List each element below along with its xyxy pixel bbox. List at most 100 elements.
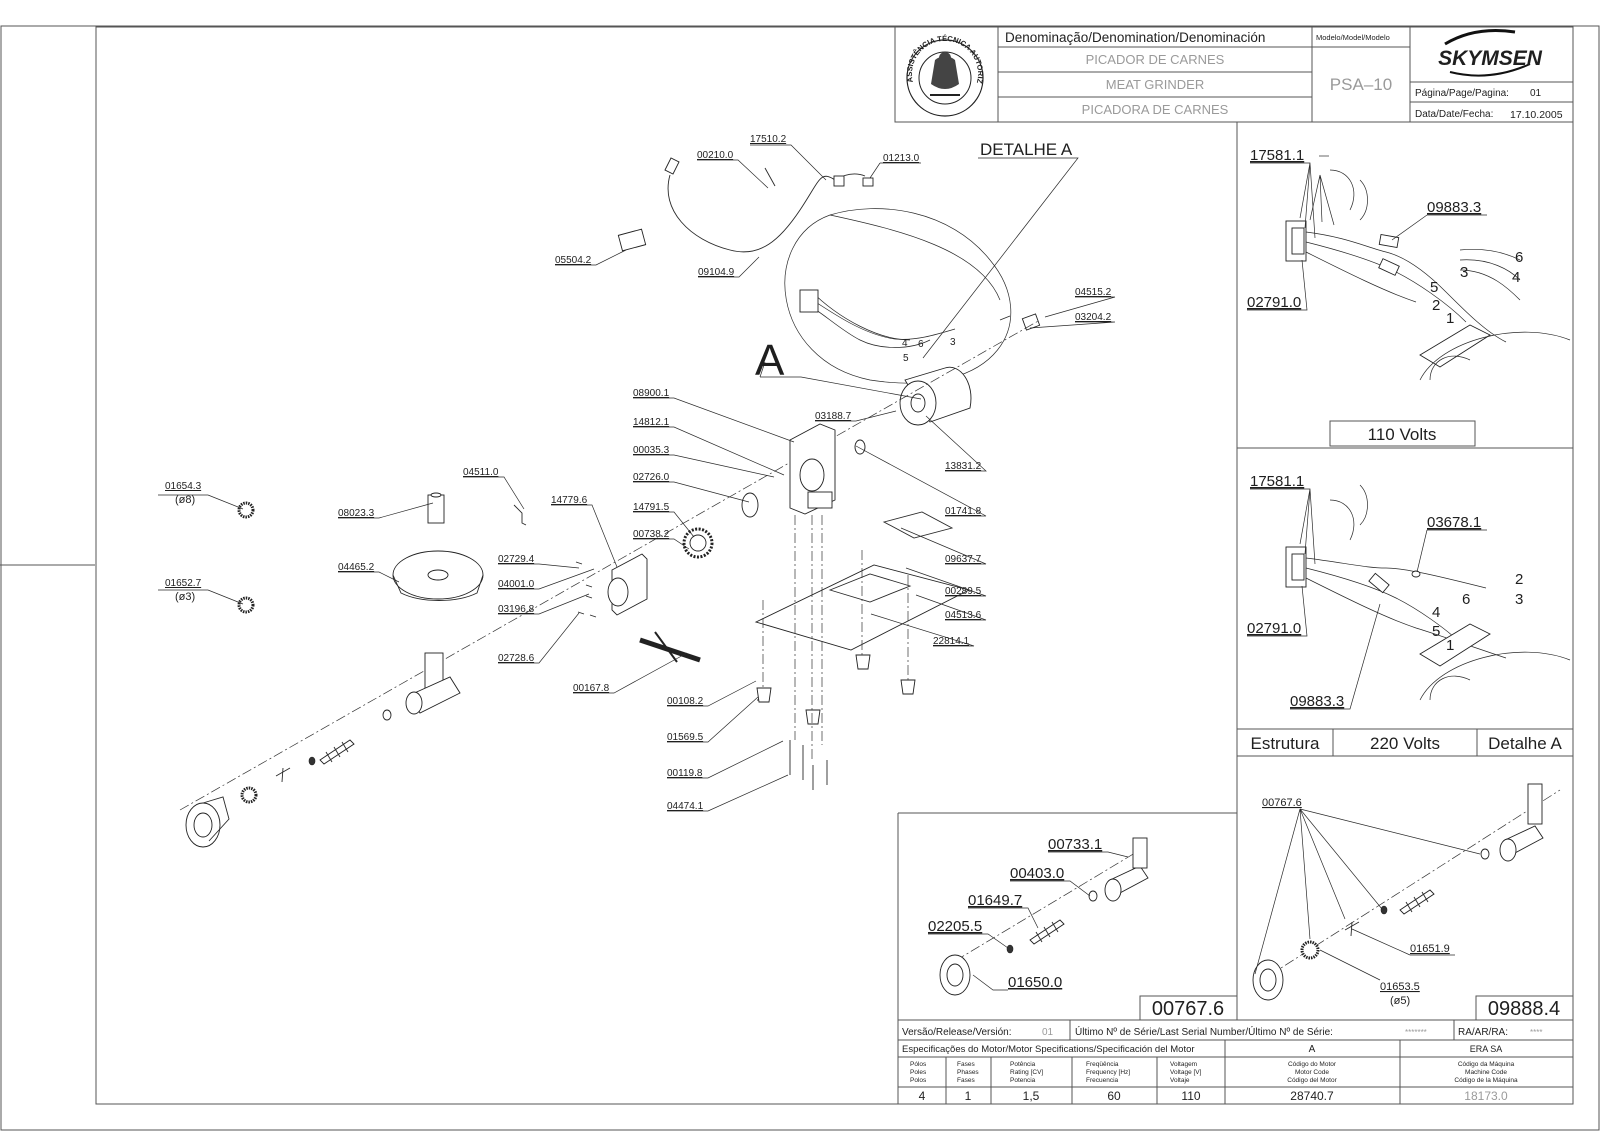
hdr: Phases <box>957 1069 979 1076</box>
bottom-spec-block: Versão/Release/Versión: 01 Último Nº de … <box>897 1019 1574 1105</box>
model-value: PSA–10 <box>1330 75 1392 94</box>
hdr: Freqüência <box>1086 1061 1119 1068</box>
hdr: Código del Motor <box>1287 1077 1337 1084</box>
p110-wire: 2 <box>1432 297 1440 314</box>
hdr: Poles <box>910 1069 927 1076</box>
part-label: 02729.4 <box>498 554 535 565</box>
spec-value: 1 <box>965 1089 972 1103</box>
part-label: 04001.0 <box>498 579 535 590</box>
skymsen-logo: SKYMSEN <box>1438 29 1543 77</box>
brand-name: SKYMSEN <box>1438 47 1543 70</box>
feet-and-screws <box>756 515 916 790</box>
svg-text:3: 3 <box>950 337 956 348</box>
hdr: Machine Code <box>1465 1069 1507 1076</box>
hdr: Voltaje <box>1170 1077 1190 1084</box>
p220-caption-right: Detalhe A <box>1488 734 1562 753</box>
feed-tube <box>405 652 461 715</box>
denomination-header: Denominação/Denomination/Denominación <box>1005 30 1265 45</box>
part-label: 09637.7 <box>945 554 982 565</box>
main-exploded-view: 4 5 6 3 <box>158 134 1116 848</box>
p220-label-cable: 09883.3 <box>1290 693 1344 710</box>
p220-caption-left: Estrutura <box>1251 734 1321 753</box>
part-label: 00167.8 <box>573 683 610 694</box>
part-label: 02728.6 <box>498 653 535 664</box>
kit2-label: (ø5) <box>1390 995 1410 1007</box>
p220-label-switch: 17581.1 <box>1250 473 1304 490</box>
part-label: 04465.2 <box>338 562 375 573</box>
name-es: PICADORA DE CARNES <box>1082 102 1229 117</box>
front-cover <box>607 553 648 616</box>
p110-wire: 4 <box>1512 269 1520 286</box>
part-label: 00289.5 <box>945 586 982 597</box>
part-label: 14791.5 <box>633 502 670 513</box>
hdr: Código de la Máquina <box>1454 1077 1518 1084</box>
p110-caption: 110 Volts <box>1368 425 1437 444</box>
drawing-frame <box>95 26 1574 1105</box>
date-label: Data/Date/Fecha: <box>1415 109 1493 120</box>
p220-label-cap: 03678.1 <box>1427 514 1481 531</box>
hdr: Rating [CV] <box>1010 1069 1043 1076</box>
spec-value: 18173.0 <box>1464 1089 1508 1103</box>
hdr: Motor Code <box>1295 1069 1329 1076</box>
panel-110-volts: 17581.1 09883.3 02791.0 6 3 4 5 2 1 110 … <box>1247 147 1571 447</box>
p220-wire: 5 <box>1432 623 1440 640</box>
hdr: Pólos <box>910 1061 927 1068</box>
part-label: 01654.3 <box>165 481 202 492</box>
part-label: 01213.0 <box>883 153 920 164</box>
p220-wire: 2 <box>1515 571 1523 588</box>
part-label: 04474.1 <box>667 801 704 812</box>
part-label: 08023.3 <box>338 508 375 519</box>
hdr: Polos <box>910 1077 927 1084</box>
serial-value: ******* <box>1405 1028 1427 1037</box>
svg-text:5: 5 <box>903 353 909 364</box>
hdr: Frequency [Hz] <box>1086 1069 1130 1076</box>
name-pt: PICADOR DE CARNES <box>1086 52 1225 67</box>
svg-text:4: 4 <box>902 338 908 349</box>
panel-kit-09888: 00767.6 01651.9 01653.5 (ø5) 09888.4 <box>1252 783 1574 1021</box>
part-label: 03196.8 <box>498 604 535 615</box>
part-label: 04511.0 <box>463 467 499 478</box>
p220-label-box: 02791.0 <box>1247 620 1301 637</box>
kit2-code: 09888.4 <box>1488 998 1560 1020</box>
part-label: 08900.1 <box>633 388 670 399</box>
outer-border <box>0 25 1600 1131</box>
p220-wire: 3 <box>1515 591 1523 608</box>
part-label: 01741.8 <box>945 506 982 517</box>
version-value: 01 <box>1042 1027 1054 1038</box>
authorized-service-seal: ASSISTÊNCIA TÉCNICA AUTORIZADA <box>0 0 985 117</box>
part-labels: 00210.0 17510.2 01213.0 05504.2 09104.9 … <box>165 134 1112 812</box>
panel-kit-00767: 00733.1 00403.0 01649.7 02205.5 01650.0 … <box>928 836 1238 1021</box>
p110-wire: 3 <box>1460 264 1468 281</box>
ra-label: RA/AR/RA: <box>1458 1027 1508 1038</box>
detail-a-label: DETALHE A <box>980 140 1073 159</box>
part-label: 04515.2 <box>1075 287 1112 298</box>
part-label: 00108.2 <box>667 696 704 707</box>
p110-wire: 6 <box>1515 249 1523 266</box>
svg-text:ASSISTÊNCIA TÉCNICA AUTORIZADA: ASSISTÊNCIA TÉCNICA AUTORIZADA <box>0 0 985 85</box>
p220-wire: 4 <box>1432 604 1440 621</box>
part-label: 04513.6 <box>945 610 982 621</box>
tray <box>392 492 484 601</box>
panel-220-volts: 17581.1 03678.1 02791.0 09883.3 2 6 3 4 … <box>1236 473 1574 757</box>
base-plate <box>754 511 971 651</box>
part-label: 00210.0 <box>697 150 734 161</box>
kit1-label: 01649.7 <box>968 892 1022 909</box>
p110-wire: 5 <box>1430 279 1438 296</box>
part-label: 01569.5 <box>667 732 704 743</box>
hdr: Frecuencia <box>1086 1077 1119 1084</box>
part-label: 09104.9 <box>698 267 735 278</box>
hdr: Código do Motor <box>1288 1061 1337 1068</box>
worm-screw <box>319 709 392 765</box>
p220-caption-mid: 220 Volts <box>1370 734 1440 753</box>
part-label: 13831.2 <box>945 461 982 472</box>
view-a-letter: A <box>755 336 785 385</box>
detail-panels-grid <box>897 122 1573 1104</box>
p110-label-box: 02791.0 <box>1247 294 1301 311</box>
title-block: ASSISTÊNCIA TÉCNICA AUTORIZADA Denominaç… <box>0 0 1574 123</box>
p220-wire: 6 <box>1462 591 1470 608</box>
p220-wire: 1 <box>1446 637 1454 654</box>
date-value: 17.10.2005 <box>1510 109 1563 121</box>
hdr: Fases <box>957 1077 975 1084</box>
kit2-label: 01651.9 <box>1410 943 1450 955</box>
